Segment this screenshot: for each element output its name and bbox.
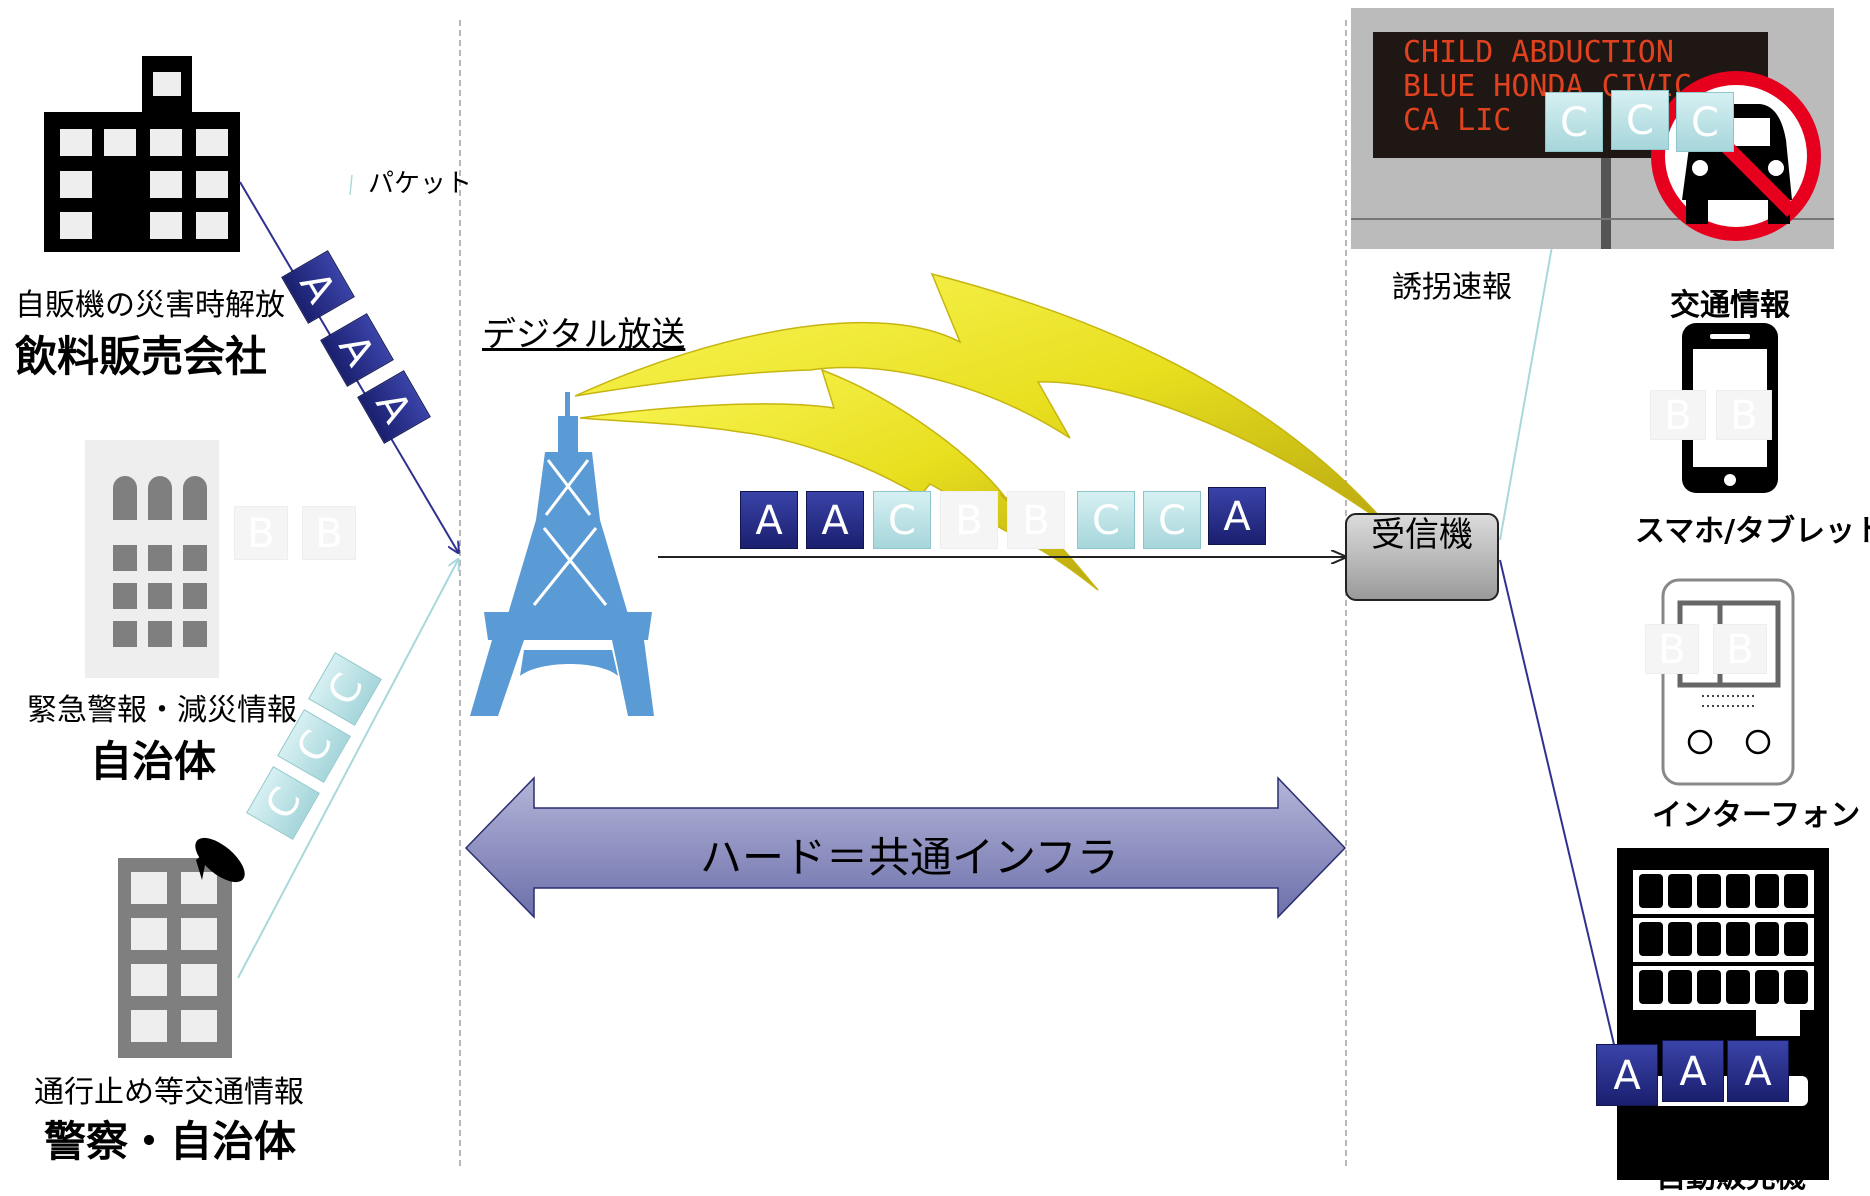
stream-packet: A [806,491,864,549]
packet-b: B [1645,624,1699,674]
phone-label: スマホ/タブレット [1635,514,1870,549]
beverage-company-name: 飲料販売会社 [15,332,268,381]
packet-b: B [1716,390,1772,440]
company-building-icon [44,56,240,252]
lightning-bolt-large [574,272,1389,527]
packet-a: A [1662,1040,1724,1102]
traffic-label: 交通情報 [1670,288,1790,323]
sign-line-3: CA LIC [1403,103,1512,138]
vending-machine-icon [1617,848,1829,1180]
stream-packet: C [1143,491,1201,549]
stream-packet: C [1077,491,1135,549]
packet-label: パケット [368,169,473,199]
beverage-subtitle: 自販機の災害時解放 [15,288,285,323]
stream-packet: A [1208,487,1266,545]
lightning-bolt-small [579,368,1099,591]
infra-double-arrow [464,776,1347,919]
municipality-subtitle: 緊急警報・減災情報 [27,693,297,728]
tower-lattice [532,459,608,606]
arrow-police-to-tower [237,560,458,979]
police-name: 警察・自治体 [44,1117,297,1166]
intercom-icon [1661,578,1795,786]
broadcast-label: デジタル放送 [482,315,686,355]
packet-pointer-line [349,174,353,196]
abduction-label: 誘拐速報 [1392,270,1512,305]
packet-a: A [1727,1040,1789,1102]
infra-label: ハード＝共通インフラ [700,833,1119,882]
receiver-label: 受信機 [1371,515,1473,555]
packet-c: C [1611,90,1669,150]
packet-b: B [1650,390,1706,440]
packet-b: B [302,506,356,560]
stream-packet: B [1007,491,1065,549]
police-subtitle: 通行止め等交通情報 [34,1075,304,1110]
stream-packet: A [740,491,798,549]
broadcast-tower-icon [470,392,654,716]
municipality-building-icon [85,440,219,678]
stream-packet: C [873,491,931,549]
vending-label: 自動販売機 [1656,1160,1806,1195]
packet-c: C [1676,92,1734,152]
police-building-icon [118,837,245,1058]
intercom-label: インターフォン [1652,798,1861,833]
packet-a: A [1596,1044,1658,1106]
stream-packet: B [940,491,998,549]
receiver-box [1345,513,1499,601]
packet-c: C [1545,92,1603,152]
packet-b: B [234,506,288,560]
arrow-receiver-to-vending [1499,559,1620,1070]
packet-b: B [1713,624,1767,674]
municipality-name: 自治体 [90,737,217,786]
sign-line-1: CHILD ABDUCTION [1403,35,1674,70]
